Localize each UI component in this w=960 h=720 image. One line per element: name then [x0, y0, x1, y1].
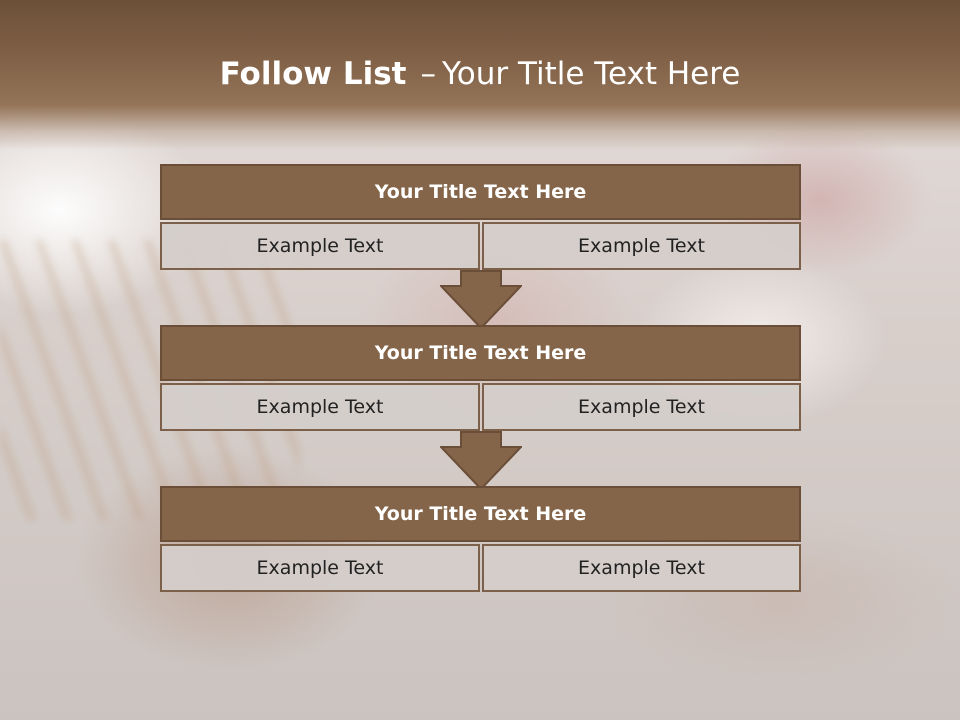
step-cell-right: Example Text	[482, 383, 801, 431]
slide-title-bold: Follow List	[219, 56, 407, 92]
slide-title-rest: Your Title Text Here	[441, 56, 741, 92]
step-cell-right: Example Text	[482, 544, 801, 592]
down-arrow-icon	[440, 431, 522, 491]
slide-title-dash: –	[420, 56, 436, 92]
step-cell-left: Example Text	[160, 544, 480, 592]
step-row: Example Text Example Text	[160, 222, 801, 270]
step-title: Your Title Text Here	[160, 486, 801, 542]
header-band	[0, 0, 960, 150]
step-title: Your Title Text Here	[160, 325, 801, 381]
step-2: Your Title Text Here Example Text Exampl…	[160, 325, 801, 431]
step-row: Example Text Example Text	[160, 544, 801, 592]
step-1: Your Title Text Here Example Text Exampl…	[160, 164, 801, 270]
step-cell-right: Example Text	[482, 222, 801, 270]
step-title: Your Title Text Here	[160, 164, 801, 220]
step-row: Example Text Example Text	[160, 383, 801, 431]
down-arrow-icon	[440, 270, 522, 330]
step-cell-left: Example Text	[160, 383, 480, 431]
step-cell-left: Example Text	[160, 222, 480, 270]
slide-title: Follow List–Your Title Text Here	[0, 56, 960, 92]
step-3: Your Title Text Here Example Text Exampl…	[160, 486, 801, 592]
